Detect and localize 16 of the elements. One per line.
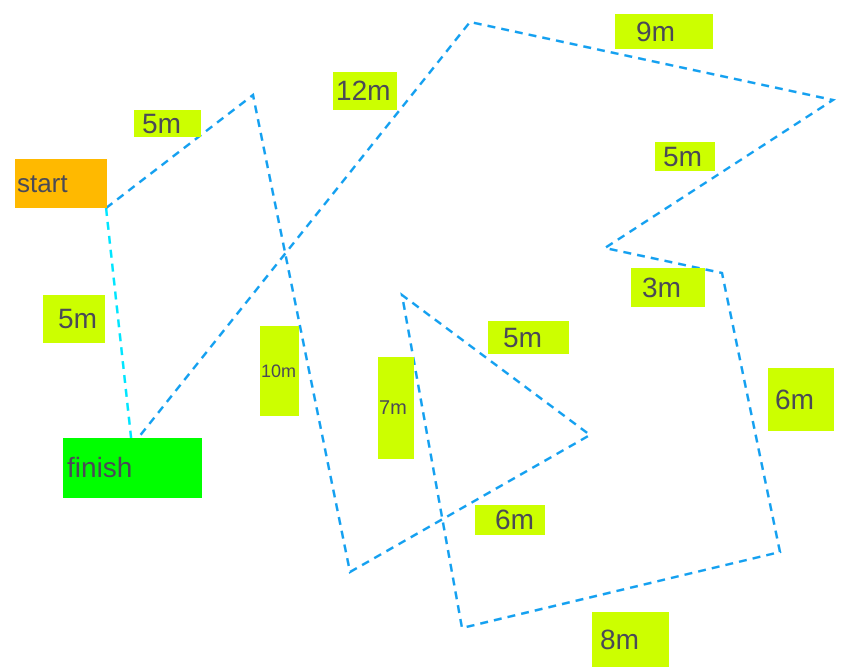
distance-label: 6m	[768, 368, 834, 431]
distance-label: 3m	[631, 268, 705, 307]
dashed-line	[104, 208, 132, 438]
distance-label: 12m	[333, 72, 397, 110]
distance-label: 10m	[260, 326, 299, 416]
distance-label: 6m	[475, 505, 545, 535]
distance-label: 8m	[592, 612, 669, 667]
dashed-route-line	[105, 20, 836, 630]
distance-label: 5m	[488, 321, 569, 354]
distance-label: 7m	[378, 357, 414, 459]
distance-label: 5m	[43, 295, 105, 343]
distance-label: 9m	[615, 14, 713, 49]
origin-label: start	[15, 159, 107, 208]
distance-label: 5m	[134, 110, 201, 137]
destination-label: finish	[63, 438, 202, 498]
distance-label: 5m	[655, 142, 715, 171]
